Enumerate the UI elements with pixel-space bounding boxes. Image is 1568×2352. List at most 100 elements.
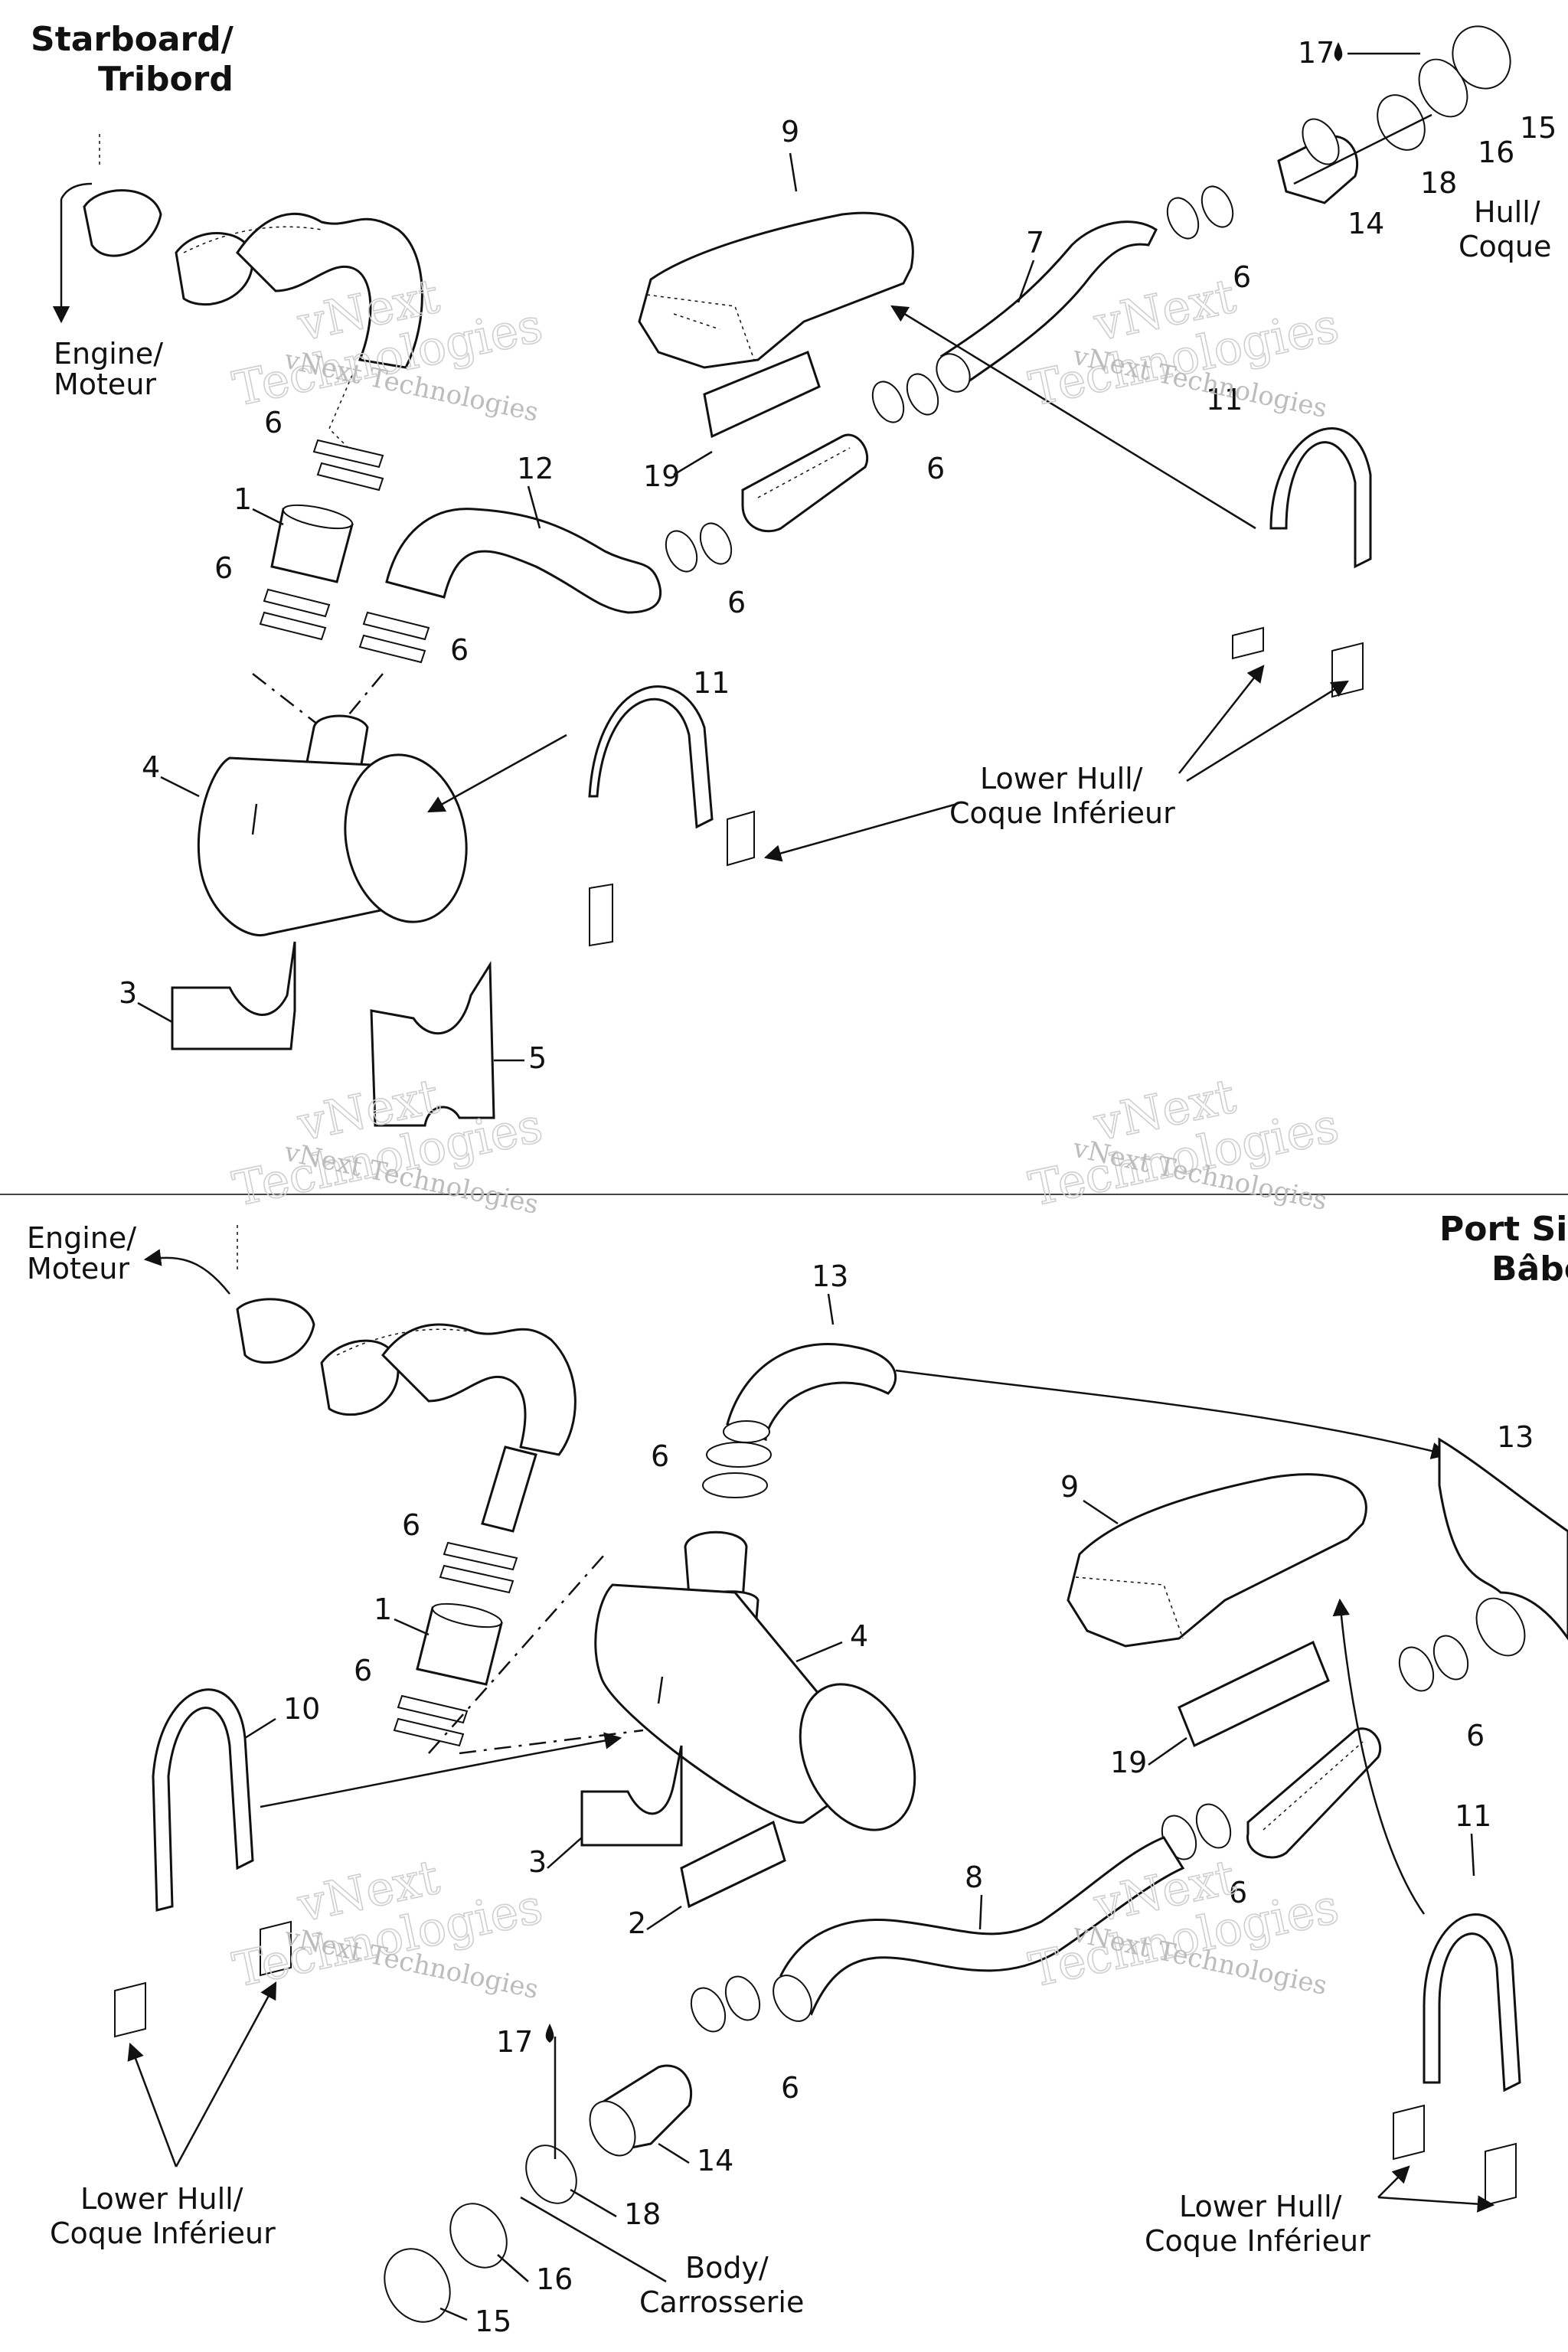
clamp-bottom-8 <box>724 1975 761 2021</box>
callout-16-bottom: 16 <box>536 2262 573 2296</box>
exhaust-manifold-bottom <box>236 1225 577 1533</box>
muffler-bottom <box>594 1530 916 1831</box>
bracket-bottom-3 <box>1393 2104 1425 2161</box>
bottom-body-line2: Carrosserie <box>639 2285 804 2319</box>
strap-11-top-right <box>1269 427 1372 569</box>
bottom-lower-hull-right-line2: Coque Inférieur <box>1145 2224 1370 2258</box>
bracket-bottom-1 <box>260 1920 292 1977</box>
top-hull-line2: Coque <box>1459 230 1551 263</box>
bottom-section: Port Sic Bâbo Engine/ Moteur <box>27 1210 1568 2338</box>
callout-9-top: 9 <box>781 115 799 149</box>
clamp-set-top-middle <box>665 185 1234 573</box>
hose-7-top <box>939 220 1158 389</box>
callout-16-top: 16 <box>1478 136 1514 169</box>
airbox-bottom <box>1067 1473 1367 1648</box>
callouts-top: 9 7 17 15 16 18 14 6 6 6 6 6 6 12 1 19 1… <box>119 36 1557 1075</box>
strap-11-top-left <box>588 685 714 829</box>
bracket-top-4 <box>589 883 613 947</box>
clamp-bottom-2 <box>702 1472 768 1498</box>
bottom-title-line2: Bâbo <box>1491 1250 1568 1289</box>
callout-13-bottom-right: 13 <box>1497 1420 1534 1454</box>
block-2-bottom <box>680 1820 786 1909</box>
top-engine-line1: Engine/ <box>54 337 163 371</box>
callout-6-bottom-e: 6 <box>1229 1876 1247 1909</box>
callout-13-bottom-left: 13 <box>812 1259 848 1293</box>
clamp-bottom-4 <box>1432 1635 1469 1681</box>
block-19-bottom <box>1178 1640 1330 1748</box>
callout-11-bottom: 11 <box>1455 1799 1491 1833</box>
callout-6-bottom-d: 6 <box>1466 1719 1485 1753</box>
top-hull-line1: Hull/ <box>1474 195 1540 229</box>
bottom-lower-hull-left-line2: Coque Inférieur <box>50 2216 276 2250</box>
callout-4-bottom: 4 <box>850 1619 868 1653</box>
callout-8-bottom: 8 <box>965 1860 983 1894</box>
callout-6-bottom-b: 6 <box>402 1508 420 1542</box>
callout-17-bottom: 17 <box>496 2025 533 2059</box>
perforated-pipe-bottom <box>1246 1727 1382 1859</box>
support-3-top <box>171 941 296 1050</box>
top-title-line1: Starboard/ <box>31 20 234 59</box>
hose-8-bottom <box>779 1836 1185 2016</box>
muffler-top <box>197 714 468 936</box>
callout-9-bottom: 9 <box>1060 1470 1079 1504</box>
bottom-lower-hull-left-line1: Lower Hull/ <box>80 2182 243 2216</box>
strap-11-bottom <box>1423 1913 1521 2092</box>
callout-15-top: 15 <box>1520 111 1557 145</box>
callout-12-top: 12 <box>517 452 554 485</box>
clamp-bottom-7 <box>690 1987 727 2033</box>
callout-14-bottom: 14 <box>697 2144 733 2177</box>
airbox-top <box>638 211 914 369</box>
callout-6-top-d: 6 <box>264 406 283 439</box>
callout-6-top-e: 6 <box>214 551 233 585</box>
clamp-set-bottom-left <box>393 1541 518 1747</box>
bottom-body-line1: Body/ <box>685 2251 769 2285</box>
oil-drop-icon <box>545 2024 554 2043</box>
bottom-engine-line2: Moteur <box>27 1252 129 1285</box>
nut-15-bottom <box>384 2248 451 2323</box>
clamp-bottom-1 <box>706 1442 772 1468</box>
callout-6-top-a: 6 <box>1233 260 1251 294</box>
callout-14-top: 14 <box>1348 207 1384 240</box>
callout-3-bottom: 3 <box>528 1845 547 1879</box>
strap-10-bottom <box>152 1688 254 1912</box>
ring-16-bottom <box>449 2203 508 2269</box>
bracket-bottom-2 <box>114 1981 146 2038</box>
callout-5-top: 5 <box>528 1041 547 1075</box>
callout-7-top: 7 <box>1026 226 1044 260</box>
hose-13-bottom-left <box>726 1343 897 1442</box>
perforated-pipe-top <box>741 433 869 533</box>
hose-13-bottom-right <box>1438 1437 1568 1641</box>
callout-6-top-b: 6 <box>926 452 945 485</box>
callout-6-bottom-c: 6 <box>354 1654 372 1687</box>
gasket-18-bottom <box>525 2145 577 2204</box>
callout-6-top-f: 6 <box>450 633 469 667</box>
callout-4-top: 4 <box>142 750 160 784</box>
callout-15-bottom: 15 <box>475 2305 511 2338</box>
callout-11-top-right: 11 <box>1206 383 1243 416</box>
top-lower-hull-line2: Coque Inférieur <box>949 796 1175 830</box>
engine-leader-top <box>60 182 93 200</box>
callout-2-bottom: 2 <box>628 1906 646 1940</box>
clamp-bottom-6 <box>1195 1803 1232 1849</box>
clamp-set-top-left <box>259 439 430 664</box>
callout-17-top: 17 <box>1298 36 1334 70</box>
bracket-top-1 <box>1232 626 1264 660</box>
bracket-bottom-4 <box>1485 2142 1517 2207</box>
hose-12-top <box>385 508 662 614</box>
support-5-top <box>370 960 495 1127</box>
callouts-bottom: 13 13 9 6 6 6 6 1 4 10 3 2 19 8 11 17 <box>244 1259 1534 2338</box>
top-lower-hull-line1: Lower Hull/ <box>980 762 1143 795</box>
callout-18-bottom: 18 <box>624 2197 661 2231</box>
support-3-bottom <box>580 1745 683 1847</box>
top-title-line2: Tribord <box>98 60 234 99</box>
callout-6-bottom-f: 6 <box>781 2071 799 2105</box>
callout-6-bottom-a: 6 <box>651 1439 669 1473</box>
bracket-top-3 <box>727 810 755 867</box>
clamp-bottom-3 <box>1398 1646 1435 1692</box>
top-engine-line2: Moteur <box>54 368 156 401</box>
callout-19-bottom: 19 <box>1110 1746 1147 1779</box>
bottom-title-line1: Port Sic <box>1439 1210 1568 1249</box>
callout-11-top-left: 11 <box>693 666 730 700</box>
callout-10-bottom: 10 <box>283 1692 320 1726</box>
